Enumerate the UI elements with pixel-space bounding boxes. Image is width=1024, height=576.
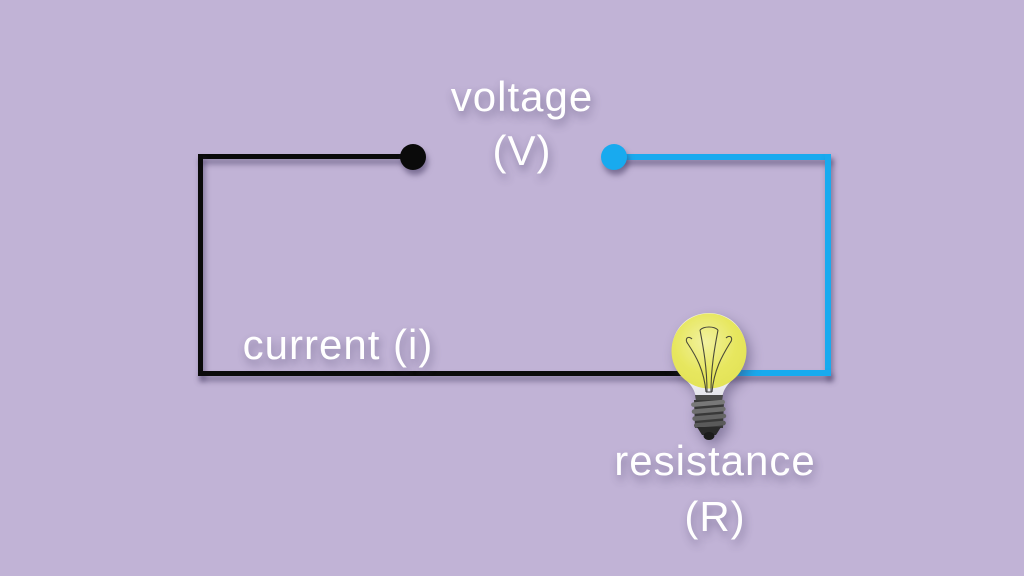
black-wire-left-segment [198, 154, 203, 376]
resistance-label-word: resistance [614, 437, 816, 484]
black-wire-top-segment [198, 154, 414, 159]
resistance-label-symbol: (R) [684, 493, 746, 540]
resistance-label: resistance (R) [565, 433, 865, 545]
black-wire-bottom-segment [198, 371, 692, 376]
light-bulb-icon [671, 313, 747, 440]
black-terminal-dot [400, 144, 426, 170]
voltage-label-word: voltage [450, 73, 594, 120]
blue-terminal-dot [601, 144, 627, 170]
voltage-label-symbol: (V) [492, 127, 552, 174]
current-label: current (i) [188, 318, 488, 372]
current-label-word: current (i) [242, 321, 434, 368]
voltage-label: voltage (V) [372, 70, 672, 178]
blue-wire-bottom-segment [723, 370, 831, 376]
blue-wire-top-segment [614, 154, 831, 160]
blue-wire-right-segment [825, 154, 831, 376]
